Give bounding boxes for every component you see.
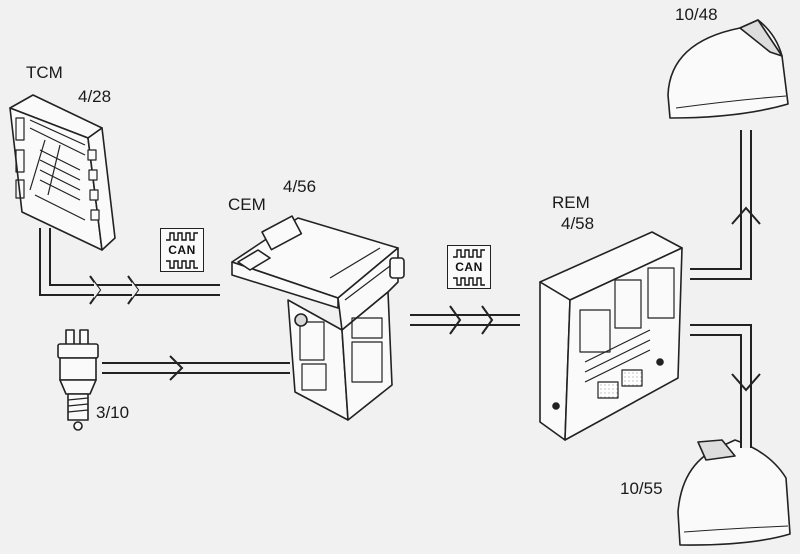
rem-ref-label: 4/58 <box>561 214 595 233</box>
connection-switch-cem <box>102 355 290 381</box>
rem-module-icon <box>539 231 683 441</box>
switch-ref-label: 3/10 <box>96 403 130 422</box>
tcm-label: TCM <box>26 63 63 82</box>
lamp-top-ref-label: 10/48 <box>675 5 718 24</box>
can-bus-badge: CAN <box>160 228 204 272</box>
lamp-bottom-icon <box>677 439 791 546</box>
pulse-wave-icon <box>166 232 198 241</box>
lamp-top-icon <box>667 19 789 119</box>
tcm-module-icon <box>9 94 116 251</box>
switch-sensor-icon <box>57 329 99 431</box>
can-badge-label: CAN <box>168 243 196 257</box>
pulse-wave-icon <box>166 260 198 269</box>
pulse-wave-icon <box>453 277 485 286</box>
connection-rem-lamp-bottom <box>690 324 761 448</box>
rem-label: REM <box>552 193 590 212</box>
connection-cem-rem <box>410 305 520 335</box>
cem-label: CEM <box>228 195 266 214</box>
connection-rem-lamp-top <box>690 130 761 280</box>
cem-ref-label: 4/56 <box>283 177 317 196</box>
can-bus-badge: CAN <box>447 245 491 289</box>
connection-tcm-cem <box>39 228 220 305</box>
pulse-wave-icon <box>453 249 485 258</box>
cem-module-icon <box>231 215 405 421</box>
tcm-ref-label: 4/28 <box>78 87 112 106</box>
lamp-bottom-ref-label: 10/55 <box>620 479 663 498</box>
can-badge-label: CAN <box>455 260 483 274</box>
